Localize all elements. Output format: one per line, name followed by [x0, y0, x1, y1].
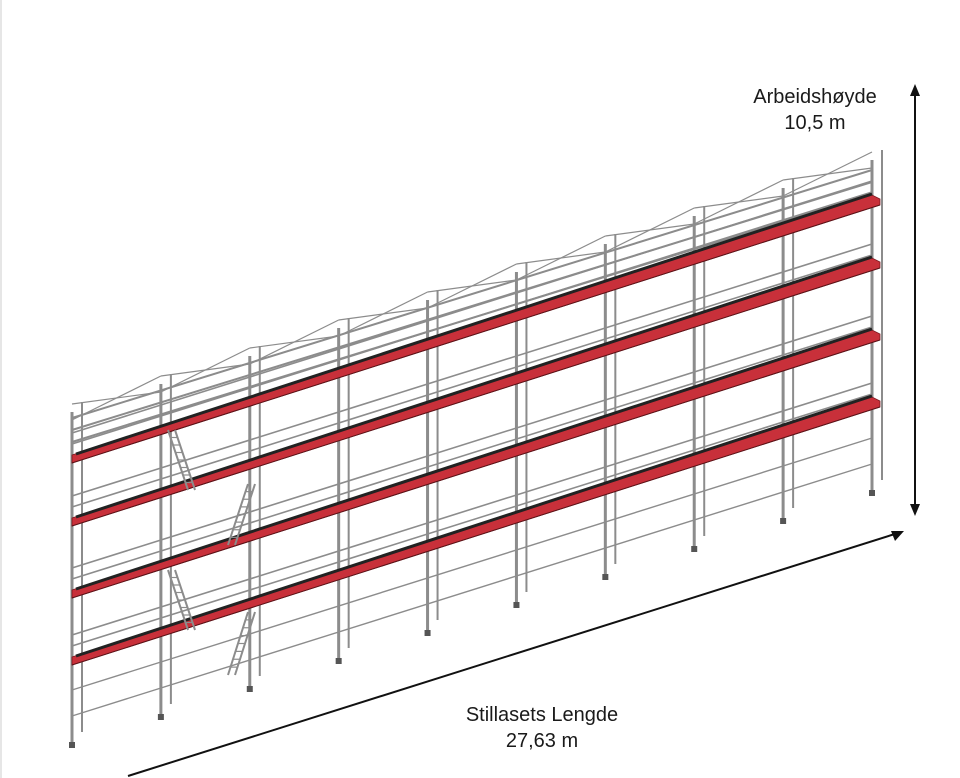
- deck-edge: [71, 267, 881, 527]
- height-arrow: [910, 84, 920, 516]
- guardrail: [71, 254, 873, 508]
- deck-edge: [71, 339, 881, 599]
- scaffold-structure: [69, 150, 883, 748]
- top-brace: [427, 279, 517, 293]
- working-height-value: 10,5 m: [784, 112, 846, 134]
- base-plate: [869, 490, 875, 496]
- deck-toeboard: [75, 192, 873, 456]
- scaffold-length-value: 27,63 m: [505, 730, 579, 752]
- left-border: [0, 0, 2, 778]
- length-arrow: [127, 531, 904, 777]
- base-plate: [246, 686, 253, 692]
- deck-toeboard: [75, 327, 873, 591]
- base-plate: [513, 602, 520, 608]
- guardrail: [71, 191, 873, 445]
- deck-platform: [71, 329, 881, 599]
- deck-toeboard: [75, 255, 873, 519]
- guardrail: [71, 326, 873, 580]
- top-brace: [71, 391, 161, 405]
- base-plate: [602, 574, 609, 580]
- lower-rail: [71, 437, 873, 691]
- top-brace: [783, 167, 873, 181]
- top-brace: [516, 251, 606, 265]
- top-brace: [249, 335, 339, 349]
- base-plate: [157, 714, 164, 720]
- scaffold-length-label: Stillasets Lengde 27,63 m: [432, 702, 652, 754]
- guardrail: [71, 243, 873, 497]
- guardrail: [71, 393, 873, 647]
- top-brace: [160, 363, 250, 377]
- top-brace: [338, 307, 428, 321]
- working-height-title: Arbeidshøyde: [753, 86, 877, 108]
- lower-rail: [71, 463, 873, 717]
- base-plate: [691, 546, 698, 552]
- guardrail: [71, 180, 873, 434]
- deck-edge: [71, 204, 881, 464]
- top-brace: [605, 223, 695, 237]
- top-guardrail: [71, 169, 873, 419]
- top-brace: [694, 195, 784, 209]
- deck-platform: [71, 194, 881, 464]
- base-plate: [780, 518, 787, 524]
- scaffold-length-title: Stillasets Lengde: [465, 704, 619, 726]
- base-plate: [424, 630, 431, 636]
- deck-edge: [71, 406, 881, 666]
- base-plate: [335, 658, 342, 664]
- guardrail: [71, 315, 873, 569]
- deck-toeboard: [75, 394, 873, 658]
- working-height-label: Arbeidshøyde 10,5 m: [730, 84, 900, 136]
- guardrail: [71, 382, 873, 636]
- base-plate: [69, 742, 75, 748]
